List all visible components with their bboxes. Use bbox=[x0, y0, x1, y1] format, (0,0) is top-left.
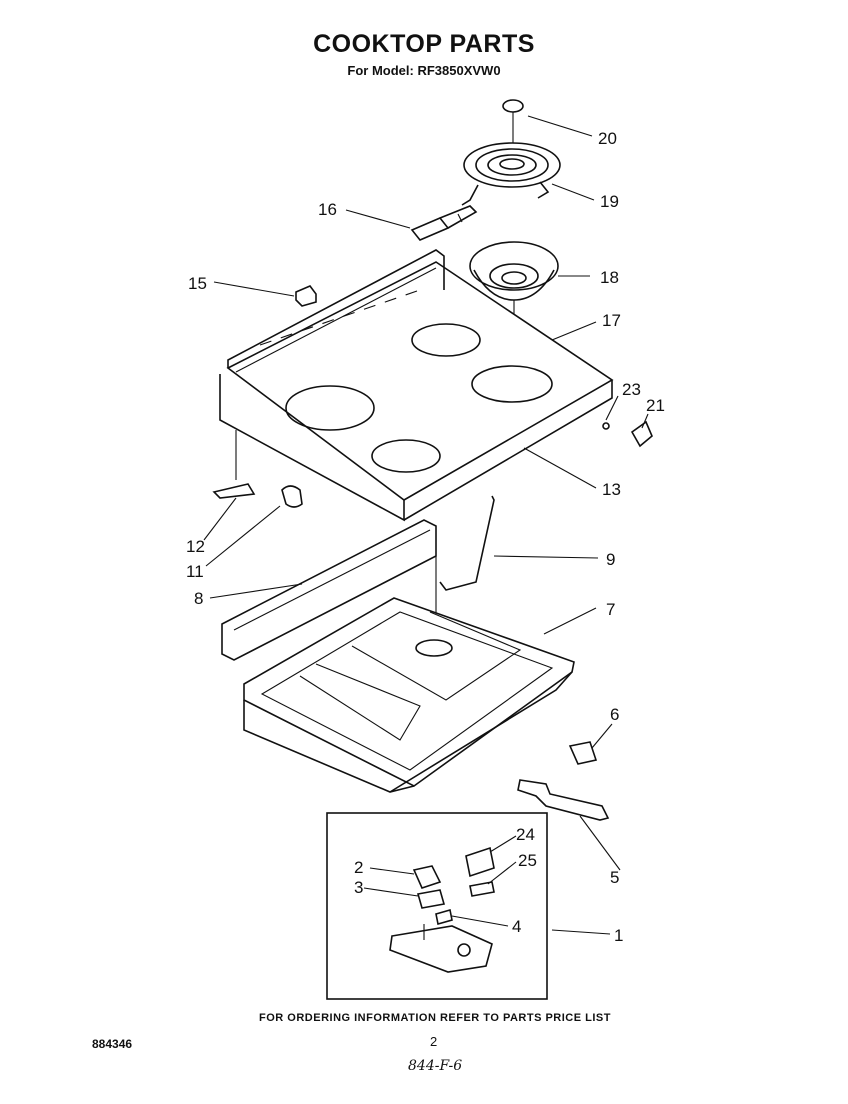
callout-8: 8 bbox=[194, 589, 203, 608]
callout-9: 9 bbox=[606, 550, 615, 569]
callout-20: 20 bbox=[598, 129, 617, 148]
callout-5: 5 bbox=[610, 868, 619, 887]
part-18-drawing bbox=[469, 241, 559, 328]
callout-labels: 20 19 16 18 15 17 23 21 13 12 11 9 8 7 6… bbox=[186, 129, 665, 945]
part-9-drawing bbox=[439, 495, 495, 591]
callout-3: 3 bbox=[354, 878, 363, 897]
callout-13: 13 bbox=[602, 480, 621, 499]
callout-24: 24 bbox=[516, 825, 535, 844]
handwritten-note: 844-F-6 bbox=[408, 1058, 463, 1074]
part-6-5-drawing bbox=[517, 741, 610, 821]
part-16-drawing bbox=[410, 205, 478, 241]
callout-15: 15 bbox=[188, 274, 207, 293]
callout-4: 4 bbox=[512, 917, 521, 936]
part-19-drawing bbox=[461, 142, 561, 206]
part-20-drawing bbox=[502, 99, 524, 148]
callout-25: 25 bbox=[518, 851, 537, 870]
part-15-drawing bbox=[295, 285, 317, 307]
callout-21: 21 bbox=[646, 396, 665, 415]
callout-23: 23 bbox=[622, 380, 641, 399]
callout-17: 17 bbox=[602, 311, 621, 330]
part-12-11-drawing bbox=[212, 483, 303, 508]
callout-19: 19 bbox=[600, 192, 619, 211]
callout-2: 2 bbox=[354, 858, 363, 877]
callout-1: 1 bbox=[614, 926, 623, 945]
document-number: 884346 bbox=[92, 1037, 133, 1051]
page-title: COOKTOP PARTS bbox=[313, 30, 535, 58]
callout-11: 11 bbox=[186, 562, 204, 581]
part-13-cooktop-drawing bbox=[219, 249, 614, 522]
page-number: 2 bbox=[430, 1034, 438, 1049]
callout-7: 7 bbox=[606, 600, 615, 619]
part-7-burner-box-drawing bbox=[243, 597, 575, 793]
part-23-21-drawing bbox=[602, 420, 653, 448]
inset-box-part-1 bbox=[326, 812, 548, 1000]
callout-18: 18 bbox=[600, 268, 619, 287]
model-subtitle: For Model: RF3850XVW0 bbox=[347, 63, 501, 78]
callout-12: 12 bbox=[186, 537, 205, 556]
callout-16: 16 bbox=[318, 200, 337, 219]
callout-6: 6 bbox=[610, 705, 619, 724]
ordering-note: FOR ORDERING INFORMATION REFER TO PARTS … bbox=[259, 1012, 611, 1024]
leader-lines bbox=[203, 115, 649, 935]
